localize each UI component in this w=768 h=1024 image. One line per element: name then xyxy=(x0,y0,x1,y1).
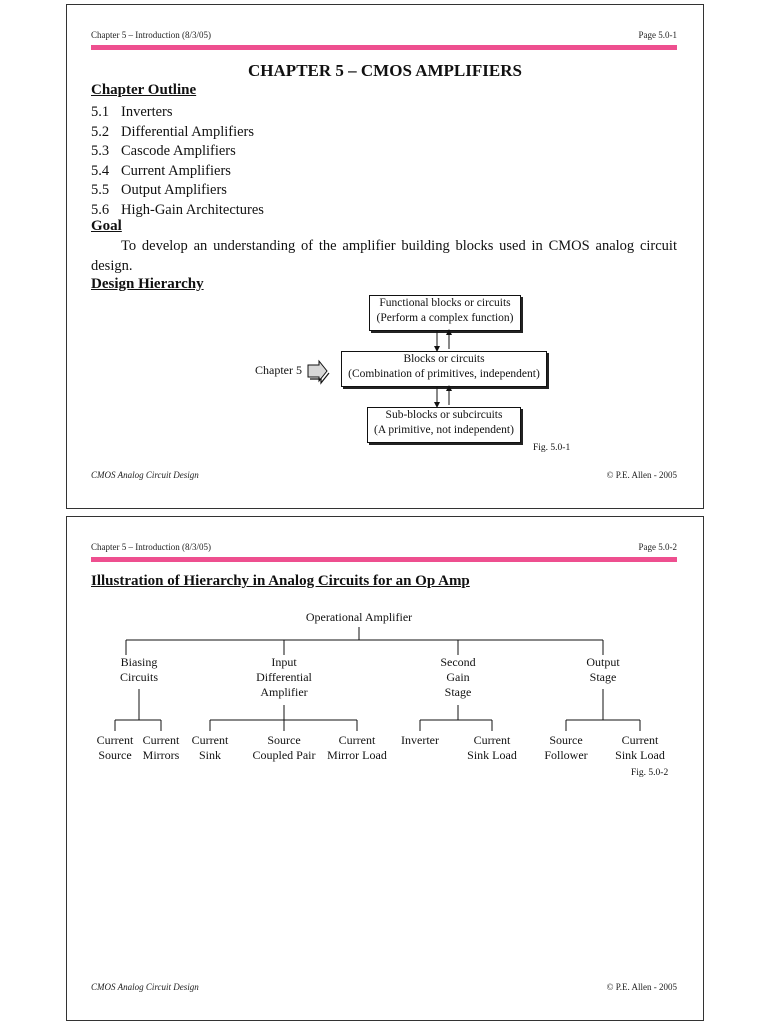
hierarchy-tree-lines xyxy=(114,627,641,731)
slide-page-1: Chapter 5 – Introduction (8/3/05) Page 5… xyxy=(66,4,704,509)
footer-right: © P.E. Allen - 2005 xyxy=(606,982,677,992)
figure-label: Fig. 5.0-2 xyxy=(631,768,669,778)
functional-blocks-box: Functional blocks or circuits (Perform a… xyxy=(369,295,521,331)
blocks-box: Blocks or circuits (Combination of primi… xyxy=(341,351,547,387)
header-left: Chapter 5 – Introduction (8/3/05) xyxy=(91,30,211,40)
page-number: Page 5.0-1 xyxy=(638,30,678,40)
chapter-5-pointer-label: Chapter 5 xyxy=(255,363,302,377)
tree-root-op-amp: Operational Amplifier xyxy=(305,610,413,624)
tree-leaf-inverter: Inverter xyxy=(401,733,439,747)
page-number: Page 5.0-2 xyxy=(638,542,678,552)
header-divider xyxy=(91,45,677,50)
header-divider xyxy=(91,557,677,562)
pointer-arrow-icon xyxy=(307,359,330,385)
hierarchy-heading: Design Hierarchy xyxy=(91,276,204,292)
figure-label: Fig. 5.0-1 xyxy=(533,443,571,453)
goal-heading: Goal xyxy=(91,218,122,234)
header-left: Chapter 5 – Introduction (8/3/05) xyxy=(91,542,211,552)
chapter-title: CHAPTER 5 – CMOS AMPLIFIERS xyxy=(248,61,522,80)
outline-heading: Chapter Outline xyxy=(91,82,197,98)
goal-text: To develop an understanding of the ampli… xyxy=(91,238,677,274)
hierarchy-arrows xyxy=(307,329,452,408)
footer-left: CMOS Analog Circuit Design xyxy=(91,982,199,992)
page-title: Illustration of Hierarchy in Analog Circ… xyxy=(91,573,470,589)
footer-right: © P.E. Allen - 2005 xyxy=(606,470,677,480)
sub-blocks-box: Sub-blocks or subcircuits (A primitive, … xyxy=(367,407,521,443)
slide-page-2: Chapter 5 – Introduction (8/3/05) Page 5… xyxy=(66,516,704,1021)
footer-left: CMOS Analog Circuit Design xyxy=(91,470,199,480)
